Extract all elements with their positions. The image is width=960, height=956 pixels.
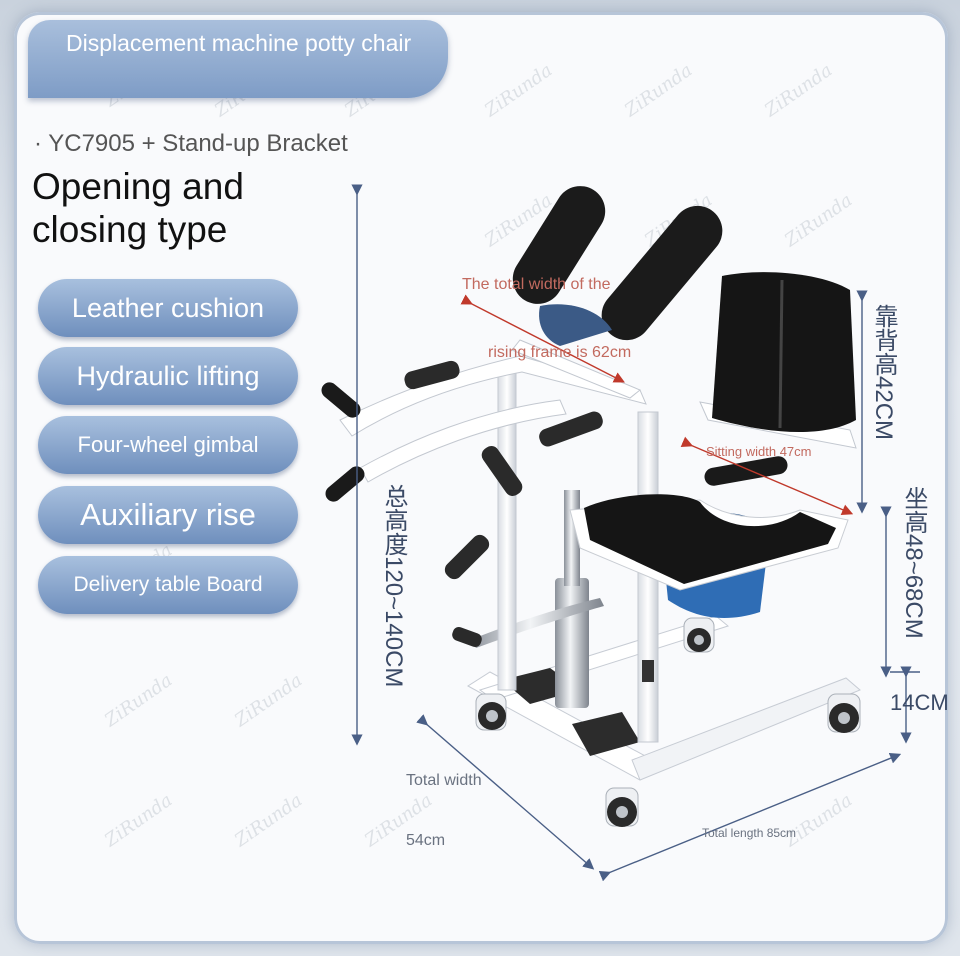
wheel-icon (683, 617, 715, 653)
feature-pill-hydraulic-lifting: Hydraulic lifting (38, 347, 298, 405)
ground-clearance-label: 14CM (890, 690, 949, 715)
seat-width-line (680, 436, 854, 515)
handle-grip (481, 446, 523, 496)
seat-width-label: Sitting width 47cm (706, 444, 812, 459)
handle-grip (404, 360, 460, 390)
frame-width-line (460, 294, 625, 383)
total-width-label: Total width (406, 772, 482, 789)
chest-pad (601, 205, 723, 341)
total-width-line (416, 714, 595, 870)
title-tab (28, 20, 448, 98)
wheel-icon (827, 693, 861, 733)
total-height-label: 总高度120~140CM (380, 484, 407, 688)
back-height-label: 靠背高42CM (870, 304, 897, 441)
handle-grip (539, 411, 603, 447)
model-number: · YC7905 + Stand-up Bracket (34, 130, 348, 157)
chest-pad (512, 186, 606, 304)
total-width-value: 54cm (406, 832, 446, 849)
feature-pill-leather-cushion: Leather cushion (38, 279, 298, 337)
frame-width-label-line1: The total width of the (462, 276, 611, 293)
armrest-pad (704, 456, 788, 486)
feature-pill-four-wheel-gimbal: Four-wheel gimbal (38, 416, 298, 474)
handle-grip (444, 534, 490, 580)
hydraulic-cylinder (555, 578, 589, 708)
product-heading: Opening and closing type (32, 166, 244, 250)
total-length-label: Total length 85cm (702, 826, 797, 840)
feature-pill-delivery-table-board: Delivery table Board (38, 556, 298, 614)
seat-cushion (584, 494, 836, 584)
total-length-line (598, 752, 902, 882)
page-title: Displacement machine potty chair (66, 30, 412, 56)
handle-grip (325, 466, 365, 502)
wheel-icon (605, 787, 639, 827)
backrest-cushion (712, 272, 856, 433)
wheel-icon (475, 693, 507, 731)
seat-height-label: 坐高48~68CM (900, 486, 927, 639)
feature-pill-auxiliary-rise: Auxiliary rise (38, 486, 298, 544)
handle-grip (321, 382, 361, 418)
frame-width-label-line2: rising frame is 62cm (488, 344, 632, 361)
